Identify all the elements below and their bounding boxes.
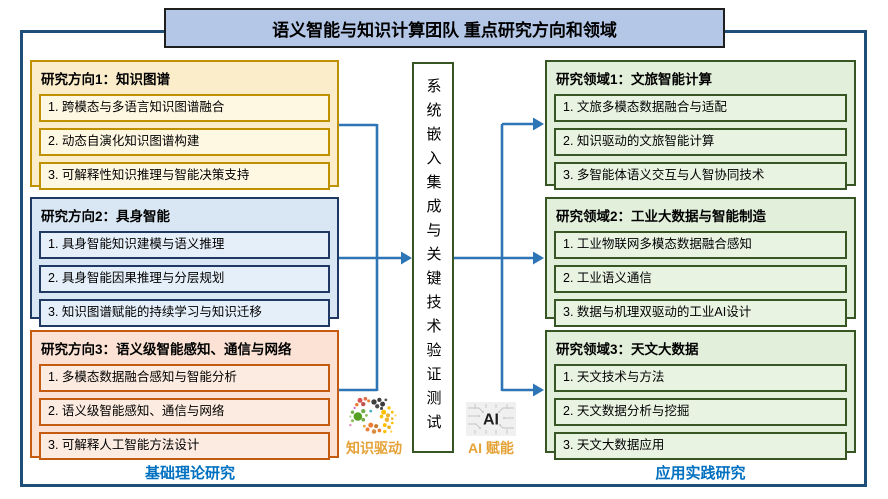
group-header: 研究领域2：工业大数据与智能制造 [556,209,767,224]
group-item: 2. 知识驱动的文旅智能计算 [554,128,847,156]
system-integration-pipeline-box: 系统嵌入集成与关键技术验证测试 [412,62,454,453]
knowledge-driven-label: 知识驱动 [346,440,402,456]
arrowhead-domain-1 [533,117,544,131]
group-item: 1. 具身智能知识建模与语义推理 [39,231,330,259]
research-domain-2-group: 研究领域2：工业大数据与智能制造 1. 工业物联网多模态数据融合感知 2. 工业… [545,197,856,327]
group-header: 研究方向1：知识图谱 [41,72,171,87]
research-domain-1-group: 研究领域1：文旅智能计算 1. 文旅多模态数据融合与适配 2. 知识驱动的文旅智… [545,60,856,190]
group-item: 2. 具身智能因果推理与分层规划 [39,265,330,293]
group-header: 研究领域1：文旅智能计算 [556,72,713,87]
group-item: 3. 多智能体语义交互与人智协同技术 [554,162,847,190]
ai-chip-icon: AI [466,402,516,436]
group-item: 1. 多模态数据融合感知与智能分析 [39,364,330,392]
right-footer-label: 应用实践研究 [655,465,746,482]
group-item: 1. 工业物联网多模态数据融合感知 [554,231,847,259]
group-item: 2. 工业语义通信 [554,265,847,293]
arrowhead-into-pipeline [401,251,412,265]
group-item: 3. 可解释性知识推理与智能决策支持 [39,162,330,190]
svg-text:AI: AI [483,412,499,429]
group-item: 1. 天文技术与方法 [554,364,847,392]
arrowhead-domain-2 [533,251,544,265]
group-item: 1. 跨模态与多语言知识图谱融合 [39,94,330,122]
knowledge-graph-icon [348,395,400,438]
research-domain-3-group: 研究领域3：天文大数据 1. 天文技术与方法 2. 天文数据分析与挖掘 3. 天… [545,330,856,460]
group-header: 研究方向2：具身智能 [41,209,171,224]
group-header: 研究领域3：天文大数据 [556,342,699,357]
group-item: 2. 天文数据分析与挖掘 [554,398,847,426]
group-item: 2. 动态自演化知识图谱构建 [39,128,330,156]
ai-empower-label: AI 赋能 [468,440,514,456]
research-direction-2-group: 研究方向2：具身智能 1. 具身智能知识建模与语义推理 2. 具身智能因果推理与… [30,197,339,327]
page-title-text: 语义智能与知识计算团队 重点研究方向和领域 [272,20,617,40]
arrowhead-domain-3 [533,383,544,397]
group-item: 2. 语义级智能感知、通信与网络 [39,398,330,426]
group-item: 3. 可解释人工智能方法设计 [39,432,330,460]
group-item: 3. 天文大数据应用 [554,432,847,460]
group-item: 3. 数据与机理双驱动的工业AI设计 [554,299,847,327]
left-footer-label: 基础理论研究 [144,465,235,482]
group-item: 3. 知识图谱赋能的持续学习与知识迁移 [39,299,330,327]
group-header: 研究方向3：语义级智能感知、通信与网络 [41,342,292,357]
page-title: 语义智能与知识计算团队 重点研究方向和领域 [164,8,725,48]
pipeline-label: 系统嵌入集成与关键技术验证测试 [424,77,442,438]
research-direction-3-group: 研究方向3：语义级智能感知、通信与网络 1. 多模态数据融合感知与智能分析 2.… [30,330,339,460]
group-item: 1. 文旅多模态数据融合与适配 [554,94,847,122]
research-direction-1-group: 研究方向1：知识图谱 1. 跨模态与多语言知识图谱融合 2. 动态自演化知识图谱… [30,60,339,190]
